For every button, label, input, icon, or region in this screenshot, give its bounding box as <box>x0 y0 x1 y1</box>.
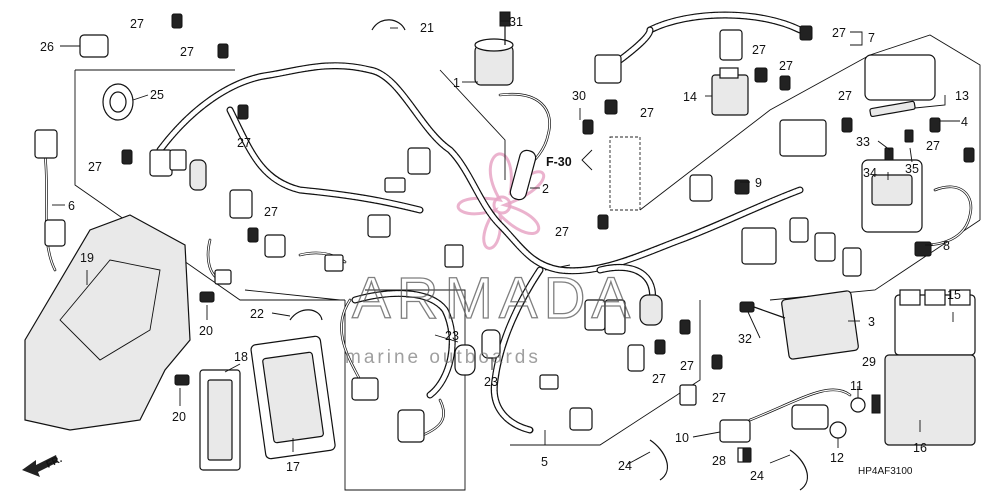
callout-29: 29 <box>862 355 876 369</box>
harness-connectors <box>34 29 862 443</box>
front-label: FR. <box>45 454 64 471</box>
callout-4: 4 <box>961 115 968 129</box>
watermark-tagline: marine outboards <box>345 347 541 368</box>
callout-1: 1 <box>453 76 460 90</box>
callout-14: 14 <box>683 90 697 104</box>
callout-7: 7 <box>868 31 875 45</box>
main-wire-harness <box>156 11 804 434</box>
callout-27-d: 27 <box>237 136 251 150</box>
bolts <box>174 291 786 386</box>
callout-21: 21 <box>420 21 434 35</box>
callout-34: 34 <box>863 166 877 180</box>
callout-17: 17 <box>286 460 300 474</box>
callout-19: 19 <box>80 251 94 265</box>
callout-25: 25 <box>150 88 164 102</box>
callout-27-o: 27 <box>712 391 726 405</box>
callout-27-f: 27 <box>555 225 569 239</box>
callout-20-lower: 20 <box>172 410 186 424</box>
callout-27-m: 27 <box>680 359 694 373</box>
callout-32: 32 <box>738 332 752 346</box>
front-direction-arrow: FR. <box>22 454 64 477</box>
ignition-coil <box>474 11 514 86</box>
callout-15: 15 <box>947 288 961 302</box>
callout-27-k: 27 <box>838 89 852 103</box>
callout-27-e: 27 <box>264 205 278 219</box>
callout-8: 8 <box>943 239 950 253</box>
clamps <box>79 19 808 491</box>
sensors <box>719 394 881 463</box>
callout-20-upper: 20 <box>199 324 213 338</box>
callout-5: 5 <box>541 455 548 469</box>
callout-35: 35 <box>905 162 919 176</box>
spark-plug-cap <box>509 149 537 201</box>
callout-30: 30 <box>572 89 586 103</box>
callout-27-h: 27 <box>752 43 766 57</box>
callout-27-j: 27 <box>832 26 846 40</box>
callout-27-c: 27 <box>88 160 102 174</box>
diagram-code: HP4AF3100 <box>858 466 913 477</box>
callout-13: 13 <box>955 89 969 103</box>
control-units <box>250 289 976 460</box>
callout-23-upper: 23 <box>445 329 459 343</box>
callout-27-g: 27 <box>640 106 654 120</box>
callout-18: 18 <box>234 350 248 364</box>
callout-11: 11 <box>850 379 863 393</box>
clips <box>121 13 975 463</box>
watermark-logo <box>456 152 546 250</box>
callout-33: 33 <box>856 135 870 149</box>
callout-10: 10 <box>675 431 689 445</box>
callout-24-right: 24 <box>750 469 764 483</box>
callout-2: 2 <box>542 182 549 196</box>
watermark-text: ARMADA marine outboards <box>345 265 636 368</box>
callout-31: 31 <box>509 15 523 29</box>
callout-3: 3 <box>868 315 875 329</box>
fuse-box <box>861 54 936 233</box>
callout-numbers: 1 2 3 4 5 6 7 8 9 10 11 12 13 14 15 16 1… <box>40 15 969 483</box>
callout-23-lower: 23 <box>484 375 498 389</box>
callout-27-i: 27 <box>779 59 793 73</box>
callout-6: 6 <box>68 199 75 213</box>
callout-27-n: 27 <box>652 372 666 386</box>
section-reference: F-30 <box>546 149 593 171</box>
bracket <box>199 369 241 471</box>
cover-panel <box>24 214 191 431</box>
leader-lines <box>52 20 960 465</box>
callout-27-l: 27 <box>926 139 940 153</box>
callout-27-a: 27 <box>130 17 144 31</box>
section-ref-label: F-30 <box>546 155 572 169</box>
callout-28: 28 <box>712 454 726 468</box>
callout-22: 22 <box>250 307 264 321</box>
callout-16: 16 <box>913 441 927 455</box>
callout-12: 12 <box>830 451 844 465</box>
callout-24-left: 24 <box>618 459 632 473</box>
callout-9: 9 <box>755 176 762 190</box>
callout-27-b: 27 <box>180 45 194 59</box>
watermark-brand: ARMADA <box>352 266 636 331</box>
relay <box>711 67 749 116</box>
callout-26: 26 <box>40 40 54 54</box>
